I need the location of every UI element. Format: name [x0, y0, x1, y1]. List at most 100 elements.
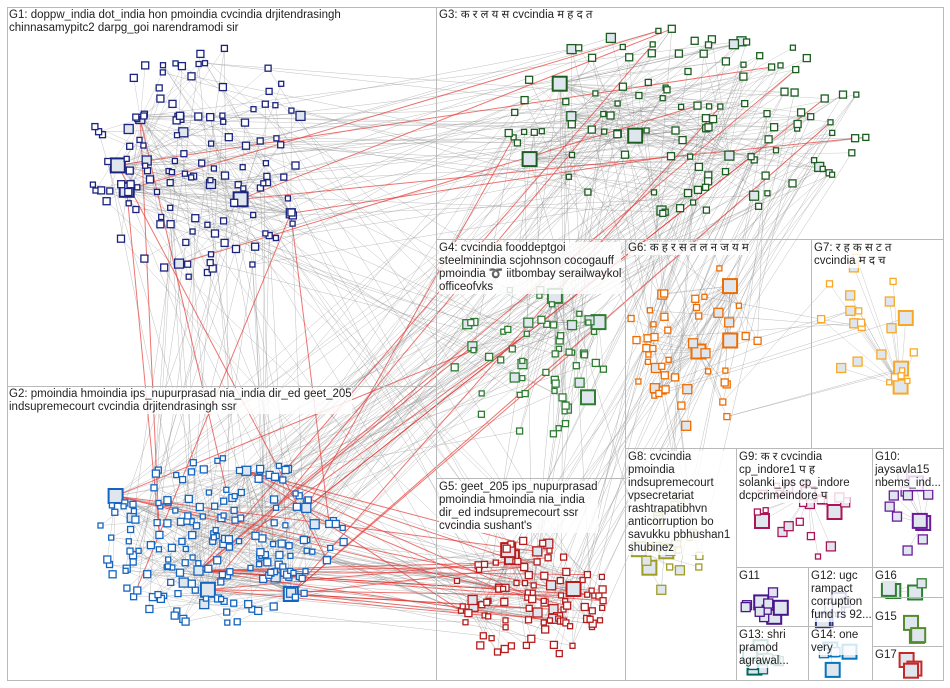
node-g2 — [271, 496, 278, 503]
node-g6 — [662, 386, 669, 393]
node-g4 — [468, 320, 474, 326]
node-g5 — [540, 540, 546, 546]
node-g2 — [200, 514, 205, 519]
node-g4 — [517, 428, 523, 434]
node-g1 — [221, 119, 226, 124]
node-g1 — [209, 252, 214, 257]
node-g5 — [559, 593, 564, 598]
node-g7 — [837, 364, 846, 373]
node-g2 — [237, 468, 243, 474]
node-g2 — [214, 557, 221, 564]
node-g5 — [600, 598, 606, 604]
node-g1 — [167, 221, 174, 228]
node-g8 — [657, 585, 666, 594]
node-g2 — [274, 505, 279, 510]
node-g1 — [195, 113, 202, 120]
node-g14 — [826, 663, 840, 677]
node-g10 — [909, 476, 923, 490]
node-g4 — [543, 369, 549, 375]
node-g1 — [118, 181, 125, 188]
node-g3 — [793, 67, 799, 73]
node-g1 — [126, 201, 131, 206]
node-g1 — [263, 231, 268, 236]
node-g5 — [580, 578, 585, 583]
node-g5 — [589, 608, 595, 614]
node-g3 — [771, 124, 778, 131]
node-g13 — [749, 661, 758, 670]
node-g5 — [468, 596, 477, 605]
node-g5 — [523, 581, 528, 586]
node-g2 — [257, 562, 262, 567]
node-g2 — [304, 548, 309, 553]
node-g9 — [835, 493, 844, 502]
node-g2 — [220, 456, 225, 461]
node-g2 — [182, 560, 188, 566]
edge-inter — [291, 111, 654, 193]
node-g3 — [741, 62, 746, 67]
node-g5 — [477, 642, 484, 649]
node-g3 — [849, 150, 855, 156]
node-g7 — [885, 297, 894, 306]
node-g6 — [643, 345, 650, 352]
node-g2 — [302, 503, 311, 512]
node-g1 — [124, 156, 129, 161]
node-g3 — [660, 210, 666, 216]
node-g2 — [164, 520, 171, 527]
node-g3 — [672, 127, 679, 134]
node-g5 — [477, 567, 482, 572]
edge-highlight — [199, 346, 473, 570]
node-g3 — [803, 55, 810, 62]
node-g7 — [818, 316, 825, 323]
edge-inter — [163, 65, 529, 608]
node-g3 — [614, 131, 621, 138]
node-g1 — [143, 163, 148, 168]
node-g3 — [521, 97, 528, 104]
node-g4 — [498, 357, 504, 363]
node-g2 — [282, 467, 289, 474]
node-g2 — [194, 566, 203, 575]
node-g2 — [301, 590, 307, 596]
node-g7 — [877, 350, 886, 359]
node-g2 — [276, 463, 281, 468]
node-g2 — [175, 591, 181, 597]
node-g4 — [573, 363, 579, 369]
node-g2 — [123, 568, 128, 573]
node-g3 — [656, 28, 661, 33]
node-g1 — [133, 207, 139, 213]
node-g1 — [185, 261, 191, 267]
node-g1 — [266, 88, 272, 94]
node-g1 — [189, 175, 194, 180]
node-g5 — [503, 625, 508, 630]
node-g3 — [703, 207, 709, 213]
node-g1 — [103, 198, 110, 205]
node-g5 — [599, 586, 606, 593]
node-g4 — [471, 348, 476, 353]
node-g1 — [137, 137, 142, 142]
node-g5 — [550, 641, 557, 648]
node-g1 — [251, 107, 256, 112]
node-g8 — [696, 564, 702, 570]
node-g2 — [109, 503, 114, 508]
node-g4 — [592, 359, 599, 366]
node-g1 — [190, 229, 195, 234]
node-g3 — [695, 186, 702, 193]
node-g6 — [661, 372, 668, 379]
node-g5 — [567, 582, 581, 596]
node-g3 — [685, 190, 692, 197]
node-g3 — [593, 91, 598, 96]
node-g2 — [130, 501, 136, 507]
node-g2 — [257, 465, 264, 472]
node-g6 — [661, 313, 668, 320]
node-g1 — [182, 171, 187, 176]
node-g9 — [816, 554, 821, 559]
node-g1 — [207, 260, 213, 266]
node-g1 — [231, 199, 238, 206]
node-g10 — [924, 490, 933, 499]
node-g1 — [127, 181, 134, 188]
node-g3 — [514, 140, 520, 146]
edge-inter — [259, 39, 712, 479]
node-g5 — [525, 572, 532, 579]
node-g3 — [769, 64, 775, 70]
node-g6 — [724, 414, 730, 420]
